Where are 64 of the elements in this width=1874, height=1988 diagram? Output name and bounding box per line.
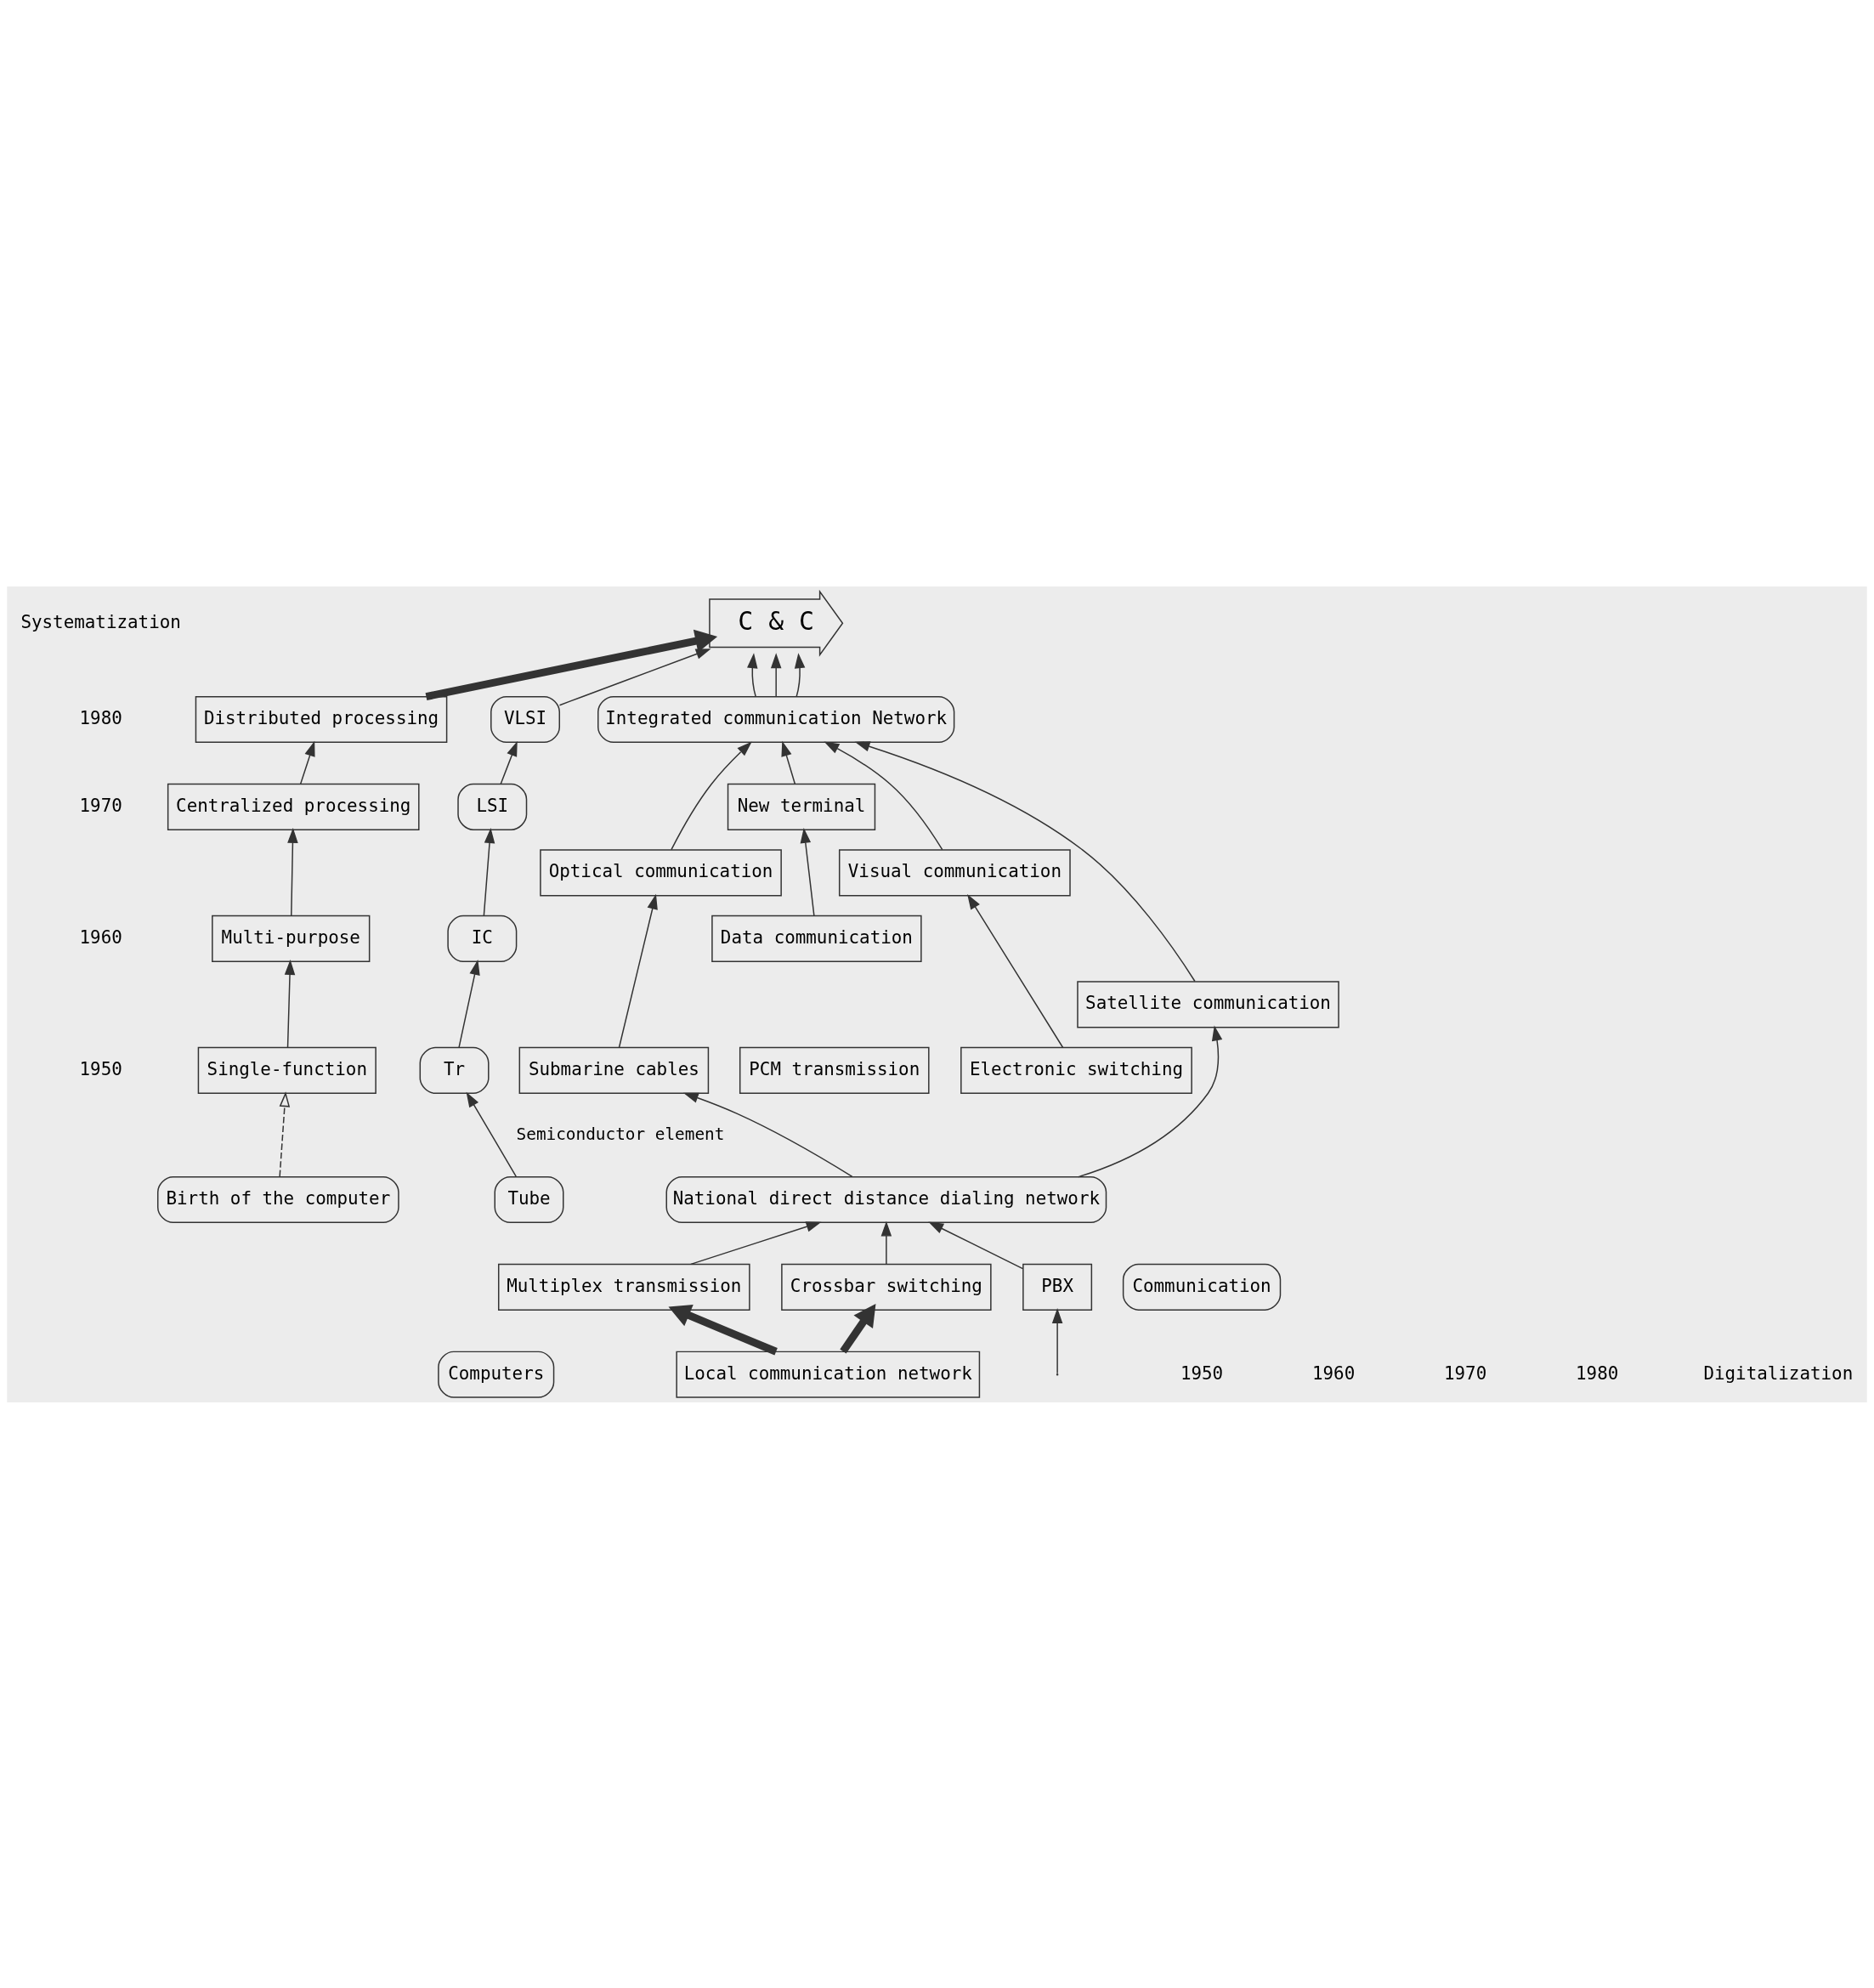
arrow <box>928 1221 1024 1269</box>
label: 1950 <box>1180 1362 1224 1384</box>
arrow <box>558 648 711 705</box>
node-box: Optical communication <box>540 848 782 896</box>
arrow <box>284 959 296 1048</box>
arrow <box>880 1221 892 1265</box>
node-box: Visual communication <box>838 848 1071 896</box>
node-box: Submarine cables <box>518 1046 710 1094</box>
arrow <box>668 1304 778 1355</box>
node-box: PCM transmission <box>739 1046 930 1094</box>
node-box: PBX <box>1022 1263 1093 1311</box>
label: Digitalization <box>1703 1362 1854 1384</box>
node-box: Crossbar switching <box>781 1263 992 1311</box>
node-box: Multiplex transmission <box>497 1263 750 1311</box>
arrow <box>671 740 752 850</box>
arrow <box>840 1303 876 1354</box>
arrow <box>690 1221 822 1265</box>
node-box: Centralized processing <box>167 783 420 830</box>
arrow <box>466 1091 517 1177</box>
node-box: Tube <box>494 1175 564 1223</box>
arrow <box>682 1092 853 1177</box>
arrow <box>781 740 796 784</box>
arrow <box>1051 1307 1063 1373</box>
node-box: Multi-purpose <box>212 915 371 962</box>
arrow <box>287 827 298 916</box>
arrow <box>770 652 782 697</box>
label: 1950 <box>79 1058 122 1079</box>
node-box: VLSI <box>490 695 561 743</box>
arrow <box>747 652 758 697</box>
label: 1960 <box>79 926 122 948</box>
node-box: Data communication <box>711 915 922 962</box>
label: 1970 <box>79 795 122 816</box>
node-box: Satellite communication <box>1077 980 1339 1028</box>
arrow <box>483 827 495 916</box>
label: 1980 <box>79 707 122 728</box>
node-box: Integrated communication Network <box>597 695 955 743</box>
arrow <box>618 893 658 1048</box>
arrow <box>425 629 718 700</box>
node-box: National direct distance dialing network <box>665 1175 1107 1223</box>
arrow <box>794 652 806 697</box>
arrow <box>500 740 518 784</box>
label: 1960 <box>1311 1362 1356 1384</box>
arrow <box>1078 1025 1223 1177</box>
node-box: New terminal <box>727 783 876 830</box>
node-box: Single-function <box>197 1046 376 1094</box>
node-box: Tr <box>419 1046 490 1094</box>
edge-label: Semiconductor element <box>516 1124 725 1144</box>
node-box: Distributed processing <box>195 695 448 743</box>
node-box: Electronic switching <box>960 1046 1192 1094</box>
arrow <box>800 827 815 916</box>
node-box: IC <box>447 915 518 962</box>
arrow <box>854 740 1196 982</box>
arrow <box>824 741 943 850</box>
label: 1970 <box>1444 1362 1487 1384</box>
arrow <box>458 959 480 1048</box>
node-box: Communication <box>1122 1263 1282 1311</box>
node-box: Local communication network <box>676 1351 981 1398</box>
label: Systematization <box>20 611 181 632</box>
label: 1980 <box>1576 1362 1619 1384</box>
node-box: Birth of the computer <box>157 1175 399 1223</box>
node-box: Computers <box>438 1351 555 1398</box>
arrow <box>279 1090 291 1177</box>
node-box: LSI <box>457 783 528 830</box>
arrow <box>299 740 315 784</box>
